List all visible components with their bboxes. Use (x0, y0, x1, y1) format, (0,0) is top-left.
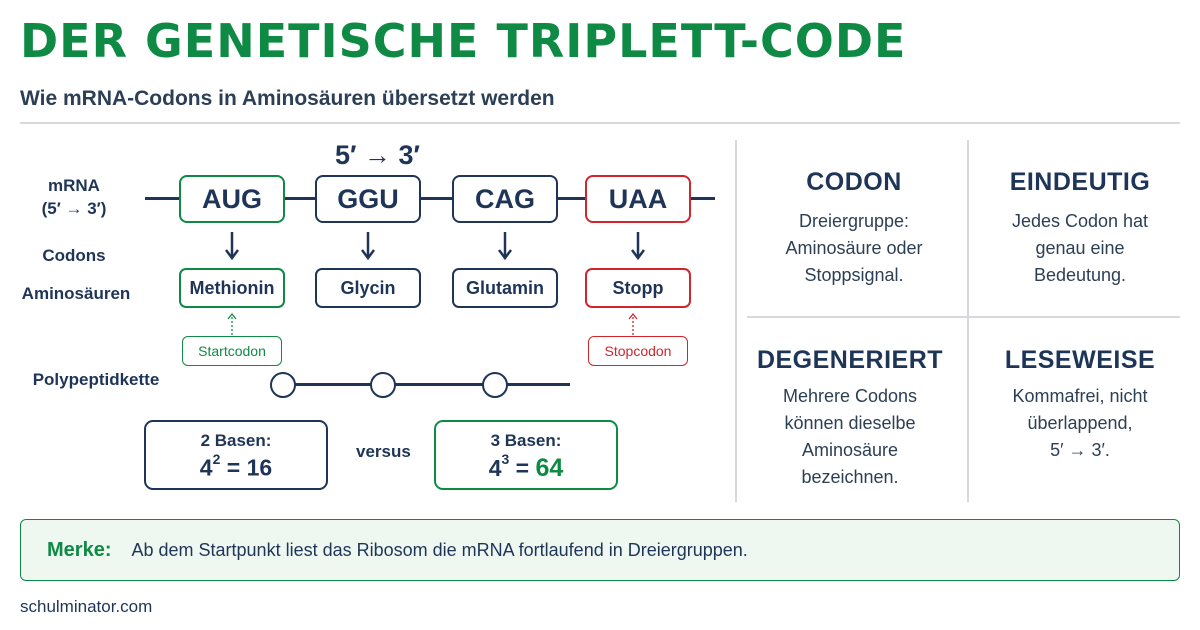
page-subtitle: Wie mRNA-Codons in Aminosäuren übersetzt… (20, 87, 555, 110)
formula-result: 64 (535, 454, 564, 482)
stopcodon-tag: Stopcodon (588, 336, 688, 366)
amino-acids-label: Aminosäuren (21, 284, 131, 303)
codon-box: GGU (315, 175, 421, 223)
mrna-label-text: mRNA (48, 176, 100, 195)
amino-acid-bead (370, 372, 396, 398)
amino-acid-box: Glycin (315, 268, 421, 308)
down-arrow-icon (361, 232, 375, 261)
merke-label: Merke: (47, 538, 112, 561)
mrna-label: mRNA (5′ → 3′) (28, 176, 120, 219)
startcodon-tag: Startcodon (182, 336, 282, 366)
merke-box: Merke: Ab dem Startpunkt liest das Ribos… (20, 519, 1180, 581)
up-arrow-icon (227, 312, 237, 335)
grid-divider-horizontal (747, 316, 1180, 318)
amino-acid-box: Methionin (179, 268, 285, 308)
fact-title: CODON (806, 168, 902, 196)
mrna-strand (145, 197, 715, 200)
reading-direction: 5′ → 3′ (335, 140, 420, 170)
codon-box: UAA (585, 175, 691, 223)
amino-acid-bead (270, 372, 296, 398)
header-divider (20, 122, 1180, 124)
merke-text: Ab dem Startpunkt liest das Ribosom die … (131, 539, 748, 560)
section-divider (735, 140, 737, 502)
formula-base: 4 (199, 454, 213, 481)
codons-label: Codons (42, 246, 106, 265)
fact-title: EINDEUTIG (1009, 168, 1151, 196)
mrna-direction-label: (5′ → 3′) (41, 199, 107, 218)
formula-base: 4 (488, 455, 502, 481)
fact-title: LESEWEISE (1004, 346, 1156, 374)
formula-exponent: 2 (212, 451, 221, 467)
source-footer: schulminator.com (20, 597, 153, 616)
versus-label: versus (356, 442, 411, 461)
formula-result: = 16 (226, 454, 273, 481)
formula-equals: = (515, 455, 530, 481)
codon-box: CAG (452, 175, 558, 223)
two-bases-box: 2 Basen: 42 = 16 (144, 420, 328, 490)
codon-box: AUG (179, 175, 285, 223)
formula-exponent: 3 (501, 451, 510, 468)
amino-acid-bead (482, 372, 508, 398)
up-arrow-icon (628, 312, 638, 335)
three-bases-label: 3 Basen: (490, 431, 562, 450)
fact-title: DEGENERIERT (756, 346, 944, 374)
polypeptide-chain (283, 383, 570, 386)
page-title: DER GENETISCHE TRIPLETT-CODE (20, 14, 907, 68)
amino-acid-box: Stopp (585, 268, 691, 308)
two-bases-formula: 42 = 16 (146, 451, 326, 482)
grid-divider-vertical (967, 140, 969, 502)
polypeptide-label: Polypeptidkette (32, 370, 160, 389)
three-bases-box: 3 Basen: 43 = 64 (434, 420, 618, 490)
two-bases-label: 2 Basen: (200, 431, 272, 450)
down-arrow-icon (225, 232, 239, 261)
amino-acid-box: Glutamin (452, 268, 558, 308)
three-bases-formula: 43 = 64 (436, 451, 616, 483)
down-arrow-icon (631, 232, 645, 261)
down-arrow-icon (498, 232, 512, 261)
